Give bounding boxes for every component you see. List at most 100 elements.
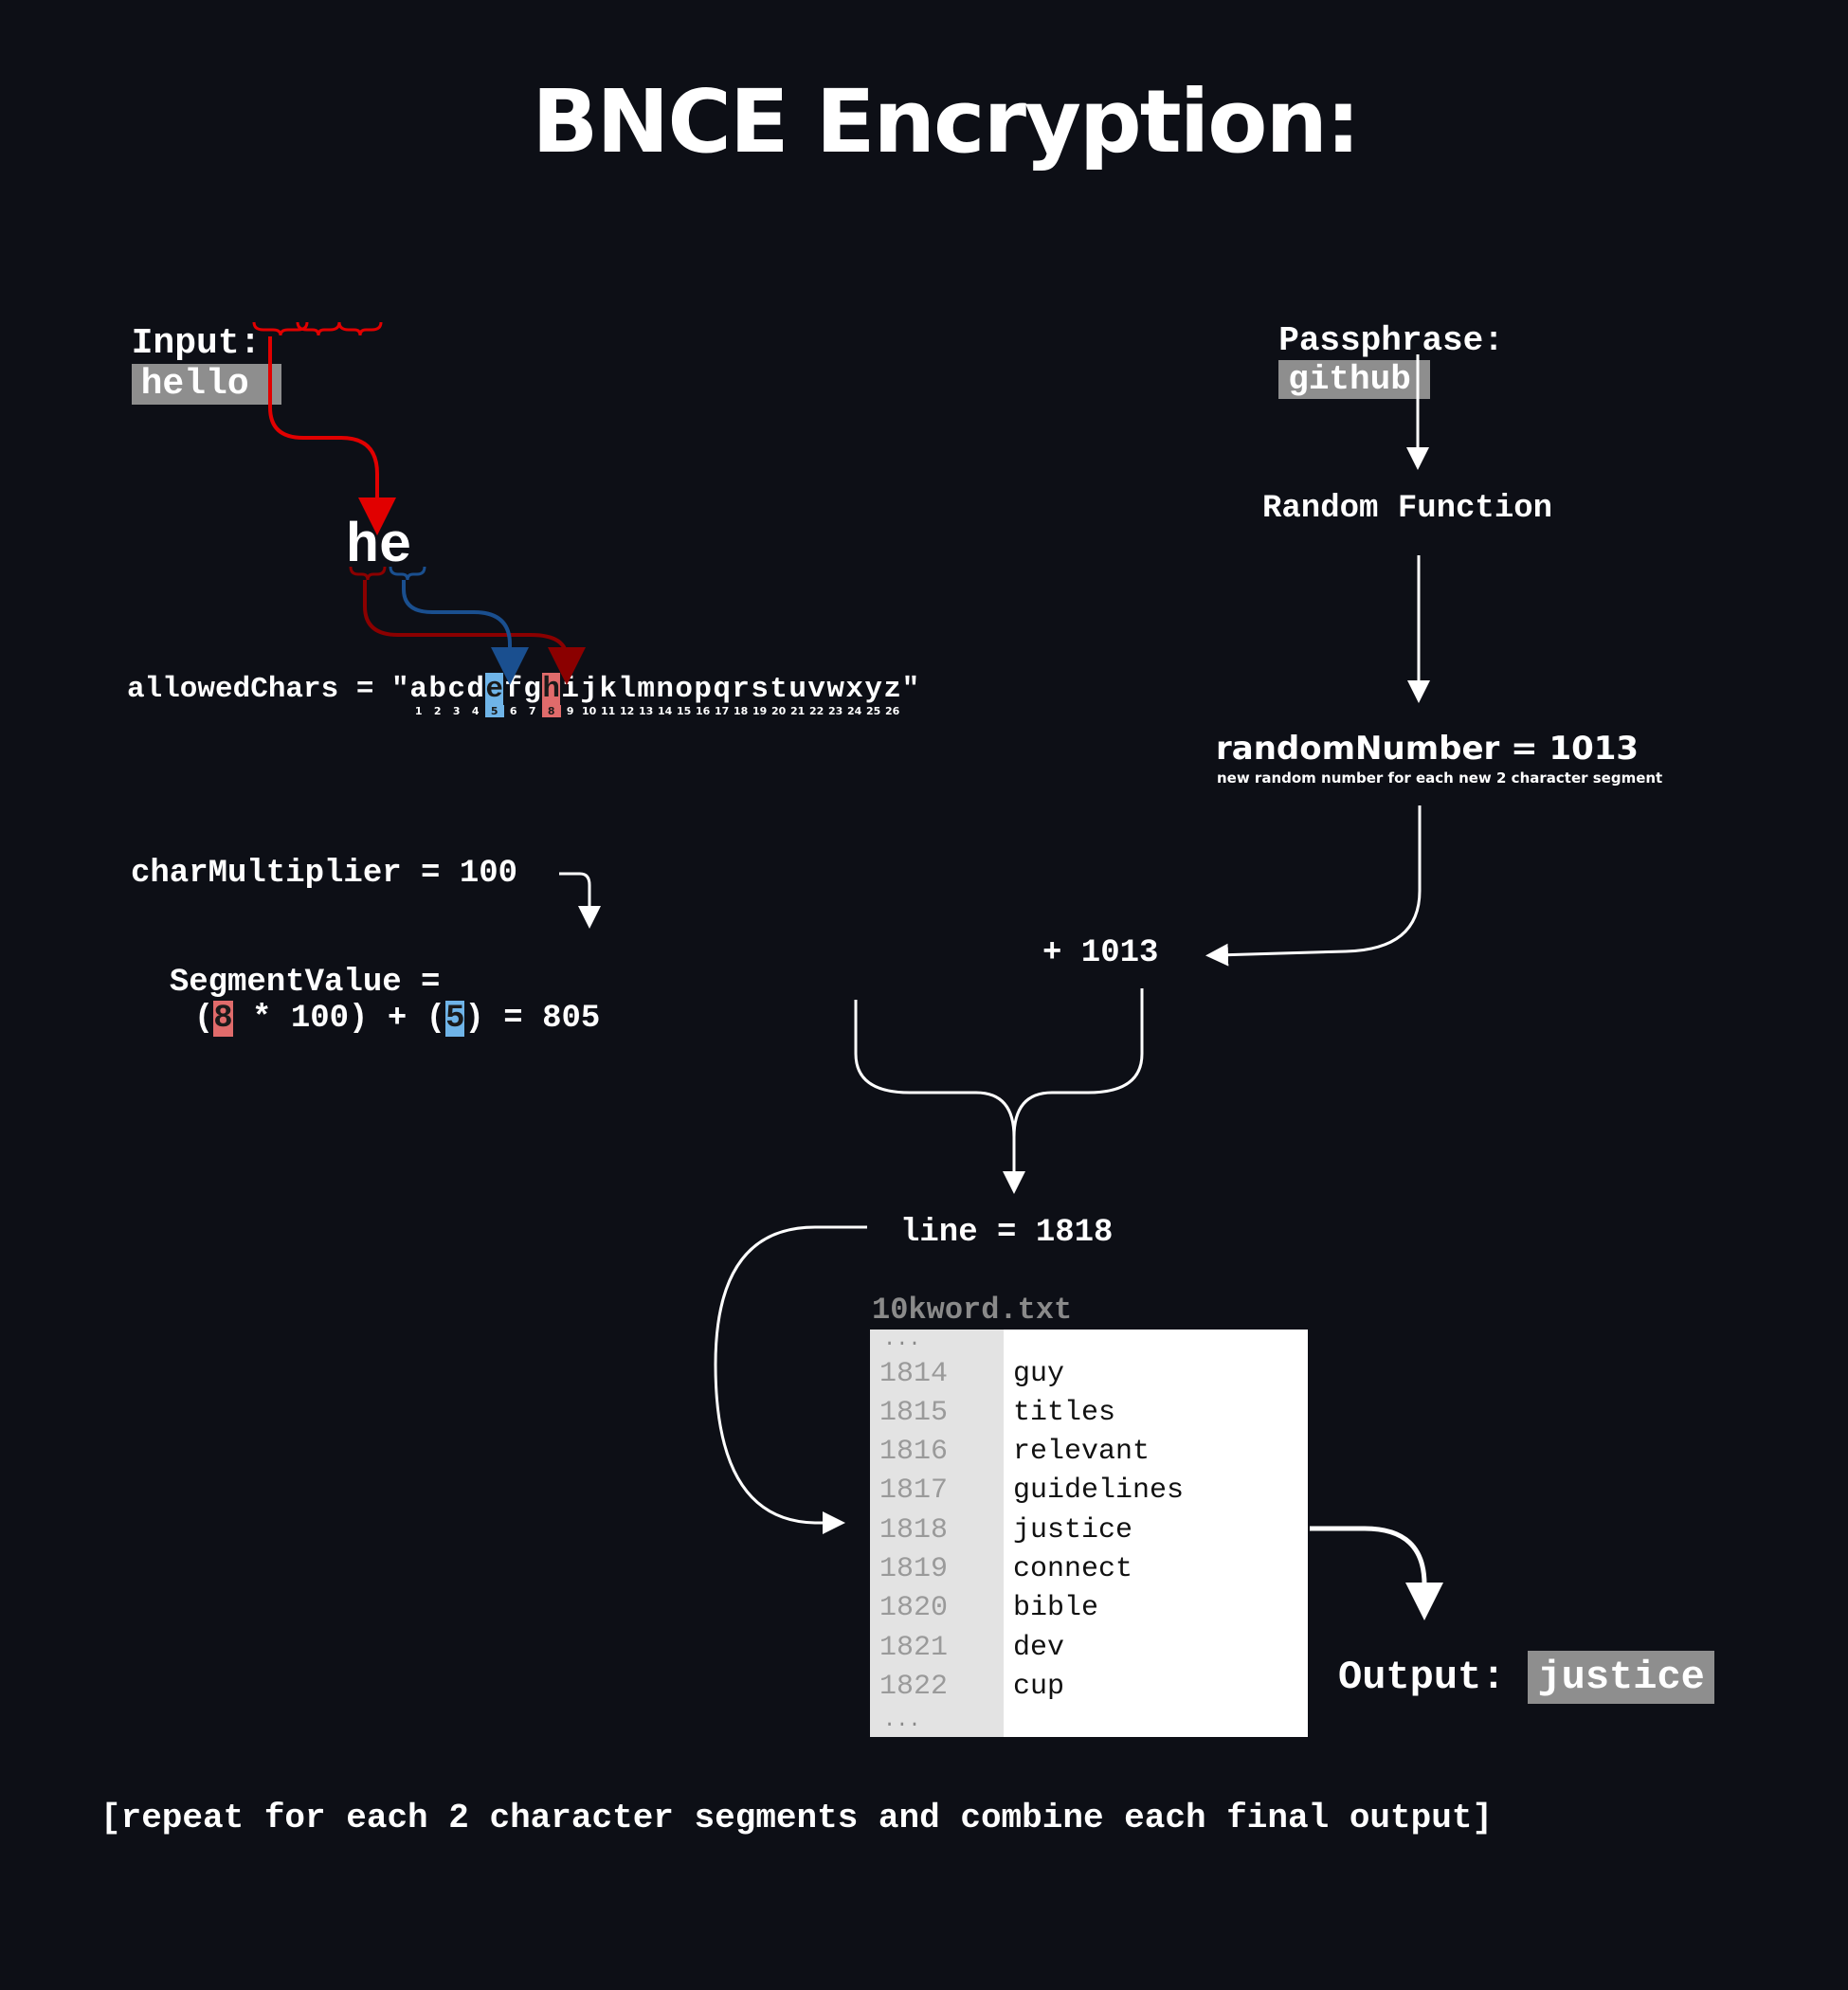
h-brace [349, 566, 387, 581]
page-title: BNCE Encryption: [532, 71, 1361, 172]
word: guidelines [1013, 1474, 1185, 1508]
wordlist-filename: 10kword.txt [872, 1293, 1073, 1328]
allowed-char-index: 6 [509, 705, 517, 717]
allowed-char-letter: m [637, 673, 655, 706]
allowed-char-letter: a [409, 673, 427, 706]
footer-note: [repeat for each 2 character segments an… [100, 1799, 1494, 1837]
allowed-char-index: 20 [771, 705, 787, 717]
allowed-char-index: 11 [601, 705, 616, 717]
plus-part: + [368, 1001, 426, 1037]
line-number-gutter [870, 1330, 1004, 1737]
word: titles [1013, 1396, 1116, 1429]
allowed-char-index: 26 [885, 705, 900, 717]
paren-open-2: ( [426, 1001, 446, 1037]
e-arrow [402, 580, 529, 685]
passphrase-row: Passphrase: github [1238, 282, 1504, 399]
allowed-char-letter: c [447, 673, 465, 706]
char-multiplier: charMultiplier = 100 [131, 856, 518, 892]
allowed-chars-suffix: " [901, 673, 920, 706]
allowed-char-letter: w [826, 673, 844, 706]
allowed-char-letter: n [656, 673, 674, 706]
line-number: 1815 [879, 1396, 949, 1429]
segment-value-label: SegmentValue = [169, 965, 441, 1001]
dots-bottom: ... [883, 1709, 921, 1732]
allowed-char-index: 4 [471, 705, 480, 717]
word: relevant [1013, 1436, 1150, 1469]
allowed-char-letter: y [864, 673, 882, 706]
h-index: 8 [213, 1001, 233, 1037]
allowed-char-index: 21 [790, 705, 806, 717]
allowed-chars-prefix: allowedChars = " [127, 673, 409, 706]
word: bible [1013, 1592, 1099, 1625]
line-number: 1819 [879, 1553, 949, 1585]
word: guy [1013, 1357, 1065, 1390]
hello-segment-braces [252, 321, 383, 336]
line-to-row-arrow [714, 1225, 867, 1534]
wordlist-row: 1819 connect [870, 1550, 1132, 1589]
allowed-char-index: 7 [528, 705, 536, 717]
passphrase-label: Passphrase: [1278, 321, 1504, 360]
line-number: 1822 [879, 1670, 949, 1703]
wordlist-row: 1818 justice [870, 1511, 1132, 1549]
allowed-char-index: 15 [677, 705, 692, 717]
input-label: Input: [131, 323, 262, 364]
allowed-char-letter: q [713, 673, 731, 706]
plus-random-number: + 1013 [1042, 935, 1159, 971]
line-number: 1820 [879, 1592, 949, 1625]
passphrase-value: github [1288, 360, 1411, 399]
segment-result: = 805 [483, 1001, 601, 1037]
wordlist-row: 1815 titles [870, 1393, 1115, 1432]
allowed-char-letter: b [428, 673, 446, 706]
allowed-char-index: 12 [620, 705, 635, 717]
allowed-char-index: 25 [866, 705, 881, 717]
allowed-char-index: 18 [734, 705, 749, 717]
word: connect [1013, 1553, 1133, 1585]
allowed-char-index: 8 [541, 705, 561, 717]
merge-right [1003, 988, 1144, 1194]
file-to-output-arrow [1310, 1526, 1443, 1620]
allowed-char-letter: l [618, 673, 636, 706]
allowed-char-index: 16 [696, 705, 711, 717]
allowed-char-index: 9 [566, 705, 574, 717]
random-number: randomNumber = 1013 [1216, 730, 1640, 768]
allowed-char-index: 1 [414, 705, 423, 717]
allowed-char-letter: z [883, 673, 901, 706]
allowed-char-index: 24 [847, 705, 862, 717]
input-to-segment-arrow [268, 336, 396, 535]
word: justice [1013, 1513, 1133, 1547]
allowed-char-letter: x [845, 673, 863, 706]
paren-close-2: ) [464, 1001, 484, 1037]
allowed-char-letter: s [751, 673, 769, 706]
dots-top: ... [883, 1330, 921, 1351]
output-value: justice [1537, 1655, 1705, 1700]
wordlist-row: 1820 bible [870, 1589, 1098, 1628]
line-number: 1818 [879, 1513, 949, 1547]
line-number: 1821 [879, 1631, 949, 1664]
allowed-char-index: 23 [828, 705, 843, 717]
paren-open: ( [193, 1001, 214, 1037]
allowed-char-letter: u [788, 673, 806, 706]
random-number-note: new random number for each new 2 charact… [1217, 769, 1663, 787]
